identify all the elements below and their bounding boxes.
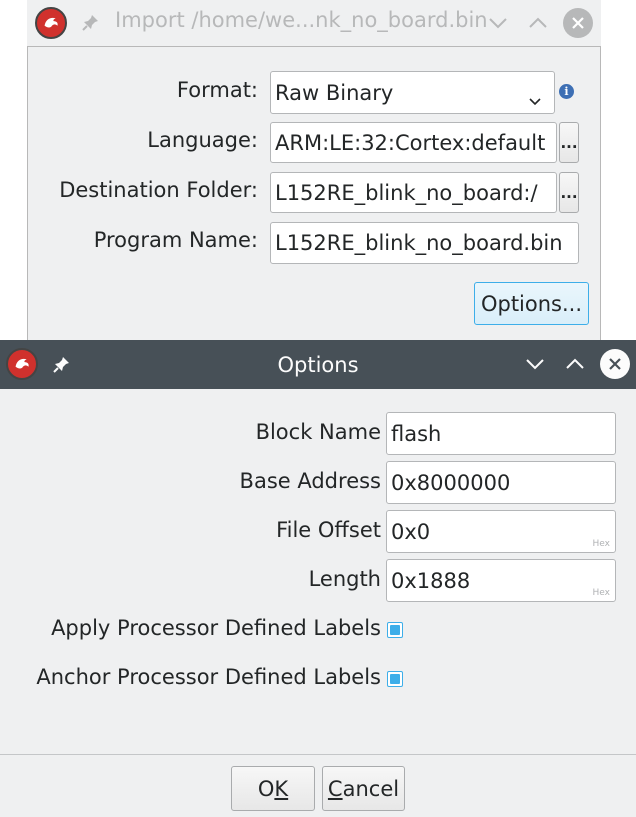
options-dialog-titlebar: Options (0, 340, 636, 389)
chevron-down-icon (528, 87, 542, 111)
destination-field[interactable]: L152RE_blink_no_board:/ (270, 172, 557, 213)
chevron-up-icon[interactable] (526, 11, 550, 35)
program-name-label: Program Name: (93, 228, 258, 252)
file-offset-value: 0x0 (391, 519, 431, 544)
pin-icon[interactable] (80, 11, 102, 33)
block-name-label: Block Name (255, 420, 381, 444)
checkbox-checked-mark (390, 625, 400, 635)
checkbox-checked-mark (390, 674, 400, 684)
anchor-labels-checkbox[interactable] (387, 671, 403, 687)
ok-label-prefix: O (257, 776, 275, 801)
base-address-field[interactable]: 0x8000000 (386, 461, 616, 504)
close-icon[interactable] (563, 8, 593, 38)
chevron-down-icon[interactable] (523, 352, 547, 376)
options-button[interactable]: Options... (474, 282, 589, 325)
length-field[interactable]: 0x1888 Hex (386, 559, 616, 602)
chevron-up-icon[interactable] (563, 352, 587, 376)
destination-browse-button[interactable]: ... (559, 172, 579, 213)
language-field[interactable]: ARM:LE:32:Cortex:default (270, 122, 557, 163)
ghidra-dragon-icon (6, 348, 38, 380)
block-name-value: flash (391, 421, 442, 446)
cancel-label-mnemonic: C (327, 776, 343, 801)
block-name-field[interactable]: flash (386, 412, 616, 455)
hex-hint: Hex (592, 539, 610, 549)
format-label: Format: (176, 78, 258, 102)
file-offset-field[interactable]: 0x0 Hex (386, 510, 616, 553)
chevron-down-icon[interactable] (486, 11, 510, 35)
language-browse-button[interactable]: ... (559, 122, 579, 163)
cancel-label-suffix: ancel (342, 776, 400, 801)
file-offset-label: File Offset (276, 518, 381, 542)
ghidra-dragon-icon (35, 7, 67, 39)
options-dialog-body (0, 389, 636, 817)
anchor-labels-label: Anchor Processor Defined Labels (36, 665, 381, 689)
length-value: 0x1888 (391, 568, 471, 593)
length-label: Length (308, 567, 381, 591)
close-icon[interactable] (600, 349, 630, 379)
apply-labels-checkbox[interactable] (387, 622, 403, 638)
info-icon[interactable]: i (559, 84, 574, 99)
language-label: Language: (147, 128, 258, 152)
ok-label-mnemonic: K (274, 776, 289, 801)
format-select[interactable]: Raw Binary (270, 71, 555, 114)
destination-label: Destination Folder: (59, 178, 258, 202)
program-name-field[interactable]: L152RE_blink_no_board.bin (270, 222, 579, 264)
import-dialog-title: Import /home/we...nk_no_board.bin (115, 8, 488, 32)
language-value: ARM:LE:32:Cortex:default (275, 130, 546, 155)
format-value: Raw Binary (275, 80, 394, 105)
titlebar-divider (27, 46, 601, 47)
base-address-label: Base Address (239, 469, 381, 493)
import-dialog-titlebar (27, 0, 601, 46)
options-dialog-title: Options (277, 352, 359, 377)
apply-labels-label: Apply Processor Defined Labels (51, 616, 381, 640)
base-address-value: 0x8000000 (391, 470, 511, 495)
hex-hint: Hex (592, 588, 610, 598)
pin-icon[interactable] (51, 353, 73, 375)
program-name-value: L152RE_blink_no_board.bin (275, 231, 563, 255)
button-bar-divider (0, 754, 636, 755)
destination-value: L152RE_blink_no_board:/ (275, 180, 538, 205)
